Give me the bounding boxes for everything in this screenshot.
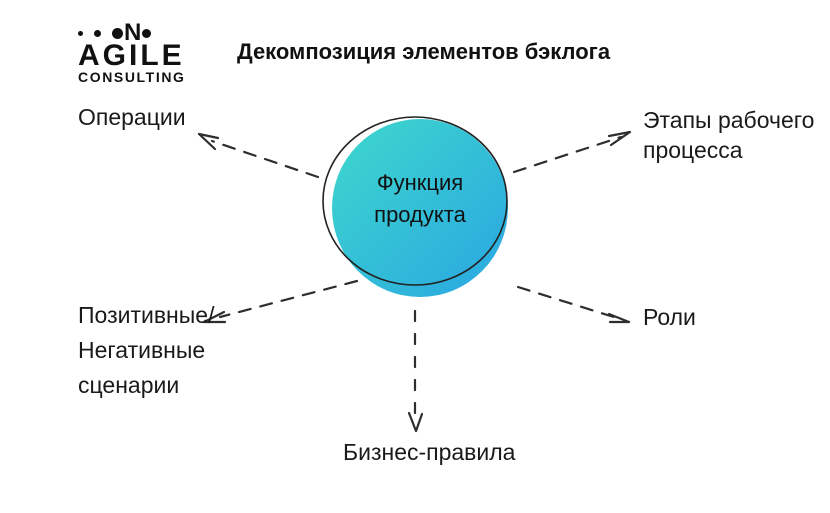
node-label-workflow-stages: Этапы рабочего процесса [643, 107, 815, 163]
arrowhead-business-rules-icon [407, 411, 424, 433]
logo-dot-icon [78, 30, 83, 36]
node-label-scenarios: Позитивные/ Негативные сценарии [78, 302, 215, 398]
logo-name: AGILE [78, 39, 185, 72]
logo-dot-icon [94, 29, 101, 37]
arrowhead-workflow-stages-icon [607, 130, 632, 147]
logo-dot-icon [142, 28, 152, 38]
dashed-arrow-scenarios [218, 279, 359, 319]
dashed-arrow-workflow-stages [512, 135, 623, 174]
logo-dots-icon: N [78, 19, 186, 46]
logo-dot-icon [112, 27, 123, 39]
dashed-arrow-roles [516, 285, 619, 320]
arrowhead-operations-icon [197, 132, 220, 151]
node-label-roles: Роли [643, 304, 696, 330]
arrowhead-roles-icon [607, 312, 631, 324]
node-label-business-rules: Бизнес-правила [343, 439, 516, 465]
logo-letter: N [124, 19, 142, 46]
arrowhead-scenarios-icon [202, 310, 227, 324]
center-circle-outline-icon [322, 116, 508, 286]
page-title: Декомпозиция элементов бэклога [237, 39, 611, 64]
connector-arrows [197, 130, 632, 433]
center-node-label: Функция продукта [374, 170, 466, 227]
logo-subtitle: CONSULTING [78, 69, 186, 85]
agile-consulting-logo: N AGILE CONSULTING [78, 19, 186, 85]
center-circle [332, 119, 508, 297]
node-label-operations: Операции [78, 104, 186, 130]
dashed-arrow-operations [210, 139, 320, 179]
